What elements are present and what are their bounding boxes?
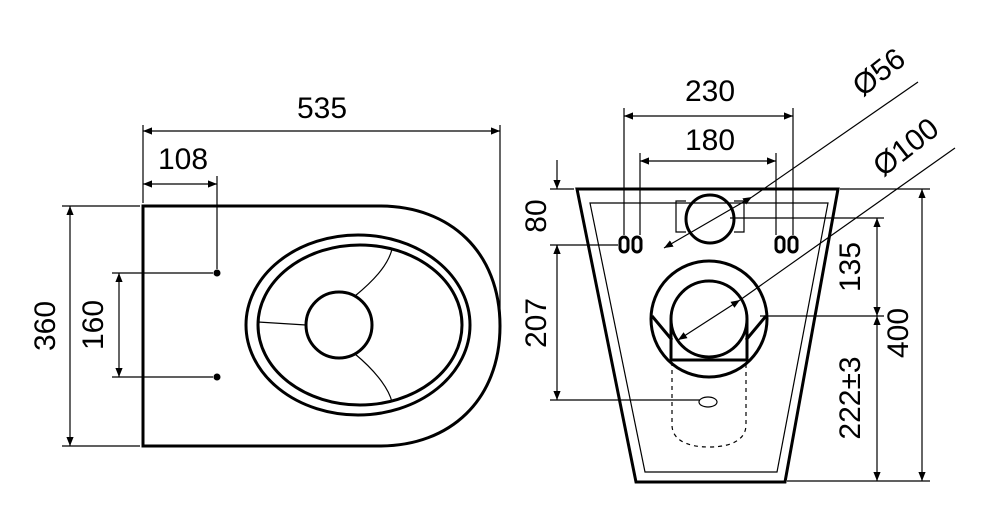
dimension-label-160: 160 [77,300,110,350]
dimension-label-135: 135 [834,242,867,292]
back-view-fixing-hole [787,235,799,254]
dimension-line-d56 [663,196,753,249]
dimension-label-230: 230 [685,75,735,108]
back-view-fixing-hole [774,235,786,254]
dimension-label-80: 80 [520,199,553,232]
dimension-label-360: 360 [29,301,62,351]
dimension-label-108: 108 [158,143,208,176]
back-view-fixing-hole [618,235,630,254]
top-view-bowl-rim-outer [244,233,472,417]
top-view-bowl-rim-inner [256,243,464,407]
top-view-bowl-contour [354,248,393,297]
top-view-body-outline [141,204,502,448]
dimension-label-400: 400 [882,308,915,358]
back-view-outlet-outer [649,259,769,379]
dimension-label-180: 180 [685,124,735,157]
dimension-line-d100 [677,299,741,341]
back-view-floor-outlet-hole [698,396,718,408]
back-view-floor-outlet-dashed [671,362,747,448]
back-view-body-outline [575,187,840,484]
back-view: 230 180 Ø56 Ø100 80 207 135 222±3 [520,42,956,484]
dimension-label-207: 207 [520,298,553,348]
dimension-label-535: 535 [297,92,347,125]
top-view: 535 108 360 160 [29,92,502,448]
top-view-bolt-hole [213,269,221,277]
back-view-water-inlet [684,193,736,245]
dimension-label-d100: Ø100 [867,112,945,183]
top-view-bolt-hole [213,373,221,381]
top-view-bowl-contour [354,353,393,403]
dimension-label-222: 222±3 [834,356,867,439]
top-view-bowl-contour [257,321,307,326]
top-view-drain-hole [304,290,374,360]
back-view-fixing-hole [631,235,643,254]
back-view-outlet-inner [669,279,749,359]
